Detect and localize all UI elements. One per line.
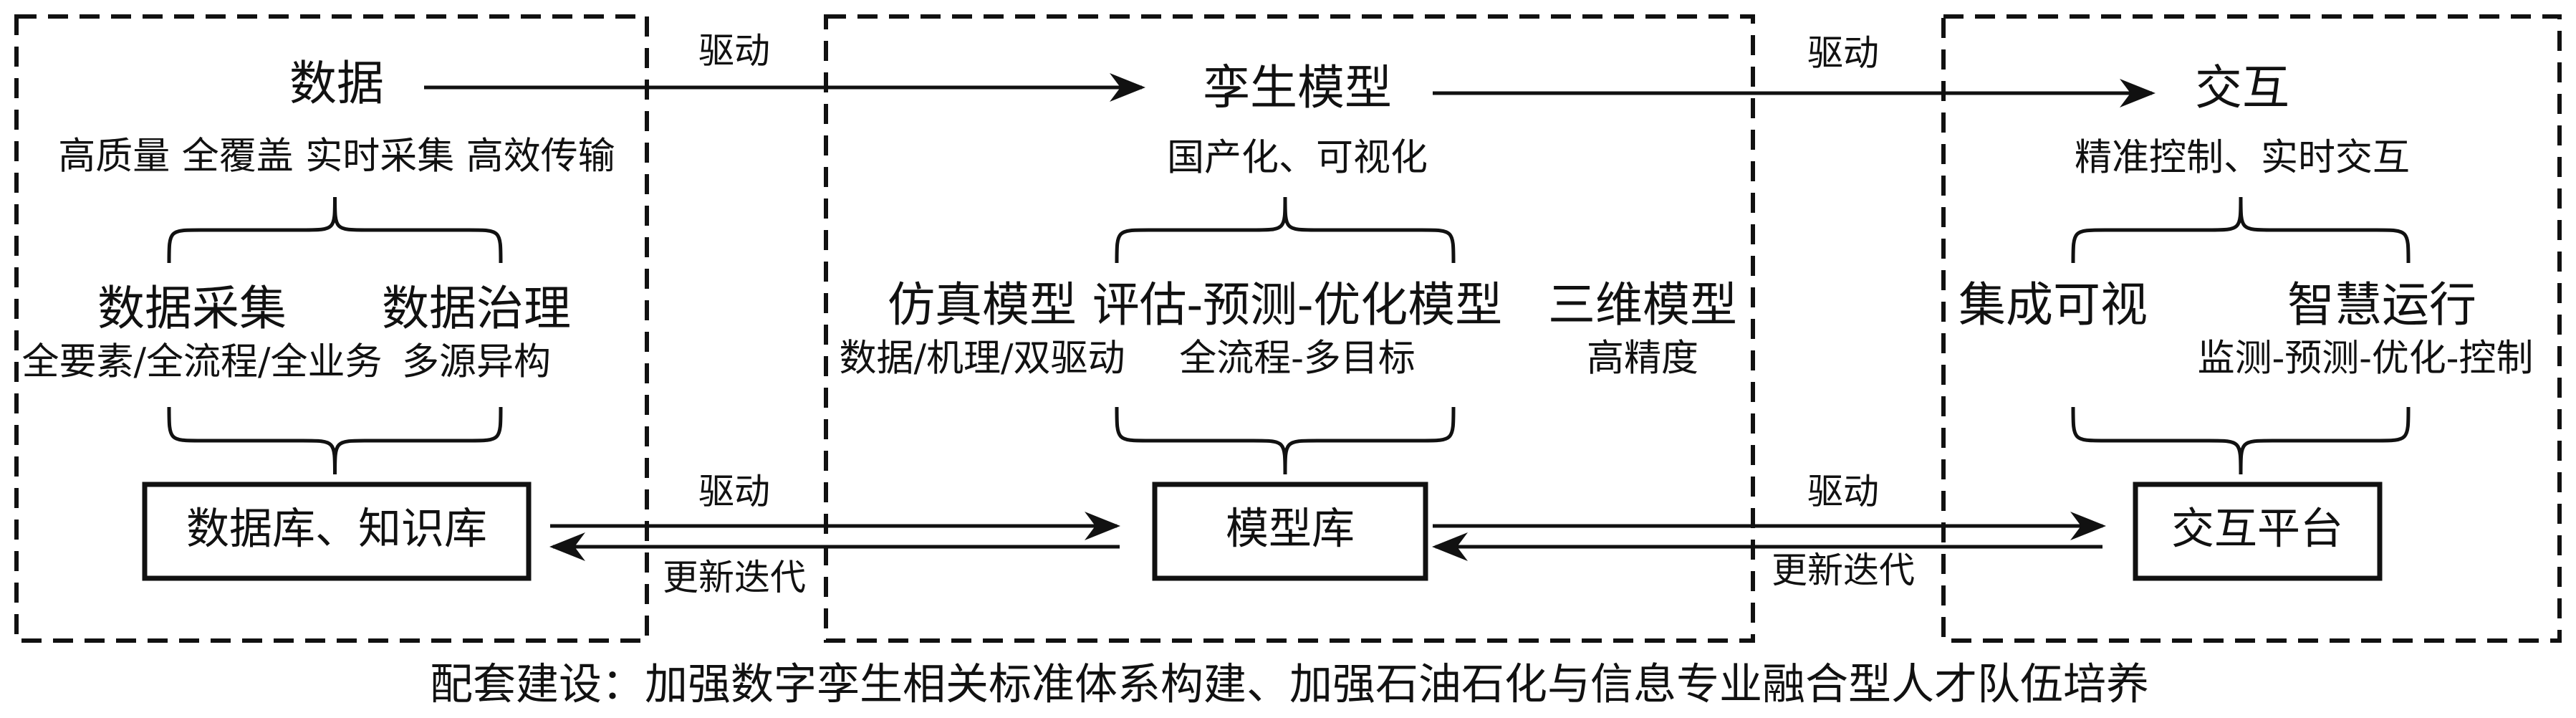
drive-label-bottom-2: 驱动 bbox=[1807, 471, 1879, 512]
data-section-frame bbox=[14, 14, 649, 643]
drive-label-top-1: 驱动 bbox=[698, 30, 770, 72]
drive-label-bottom-1: 驱动 bbox=[698, 471, 770, 512]
brace-bottom-data bbox=[167, 406, 503, 475]
drive-label-top-2: 驱动 bbox=[1807, 32, 1879, 74]
model-section-frame bbox=[824, 14, 1755, 643]
data-title: 数据 bbox=[289, 56, 384, 111]
brace-bottom-interaction bbox=[2071, 406, 2411, 475]
model-item-desc: 全流程-多目标 bbox=[1179, 338, 1416, 380]
interaction-title: 交互 bbox=[2195, 60, 2289, 115]
brace-top-data bbox=[167, 196, 503, 264]
interaction-platform-box bbox=[2133, 482, 2383, 581]
data-item-name: 数据治理 bbox=[382, 281, 571, 336]
model-item-name: 评估-预测-优化模型 bbox=[1092, 277, 1503, 332]
brace-top-interaction bbox=[2071, 196, 2411, 264]
interaction-item-name: 集成可视 bbox=[1959, 277, 2148, 332]
update-label-1: 更新迭代 bbox=[663, 557, 806, 598]
brace-top-model bbox=[1115, 196, 1456, 264]
model-item-name: 三维模型 bbox=[1548, 277, 1737, 332]
model-library-box-label: 模型库 bbox=[1226, 504, 1355, 555]
interaction-item-desc: 监测-预测-优化-控制 bbox=[2198, 338, 2534, 380]
database-box-label: 数据库、知识库 bbox=[186, 504, 487, 555]
model-item-name: 仿真模型 bbox=[888, 277, 1077, 332]
model-library-box bbox=[1152, 482, 1428, 581]
supporting-construction-caption: 配套建设：加强数字孪生相关标准体系构建、加强石油石化与信息专业融合型人才队伍培养 bbox=[430, 660, 2149, 710]
interaction-features: 精准控制、实时交互 bbox=[2075, 137, 2410, 180]
data-features: 高质量 全覆盖 实时采集 高效传输 bbox=[58, 135, 615, 178]
interaction-item-name: 智慧运行 bbox=[2287, 277, 2476, 332]
data-item-desc: 全要素/全流程/全业务 bbox=[21, 341, 382, 384]
interaction-platform-box-label: 交互平台 bbox=[2171, 504, 2343, 555]
data-item-name: 数据采集 bbox=[97, 281, 287, 336]
interaction-section-frame bbox=[1941, 14, 2562, 643]
data-item-desc: 多源异构 bbox=[402, 341, 551, 384]
model-features: 国产化、可视化 bbox=[1167, 137, 1428, 180]
update-label-2: 更新迭代 bbox=[1772, 550, 1915, 591]
model-item-desc: 高精度 bbox=[1587, 338, 1698, 380]
database-box bbox=[142, 482, 532, 581]
brace-bottom-model bbox=[1115, 406, 1456, 475]
model-item-desc: 数据/机理/双驱动 bbox=[839, 338, 1125, 380]
model-title: 孪生模型 bbox=[1203, 60, 1392, 115]
